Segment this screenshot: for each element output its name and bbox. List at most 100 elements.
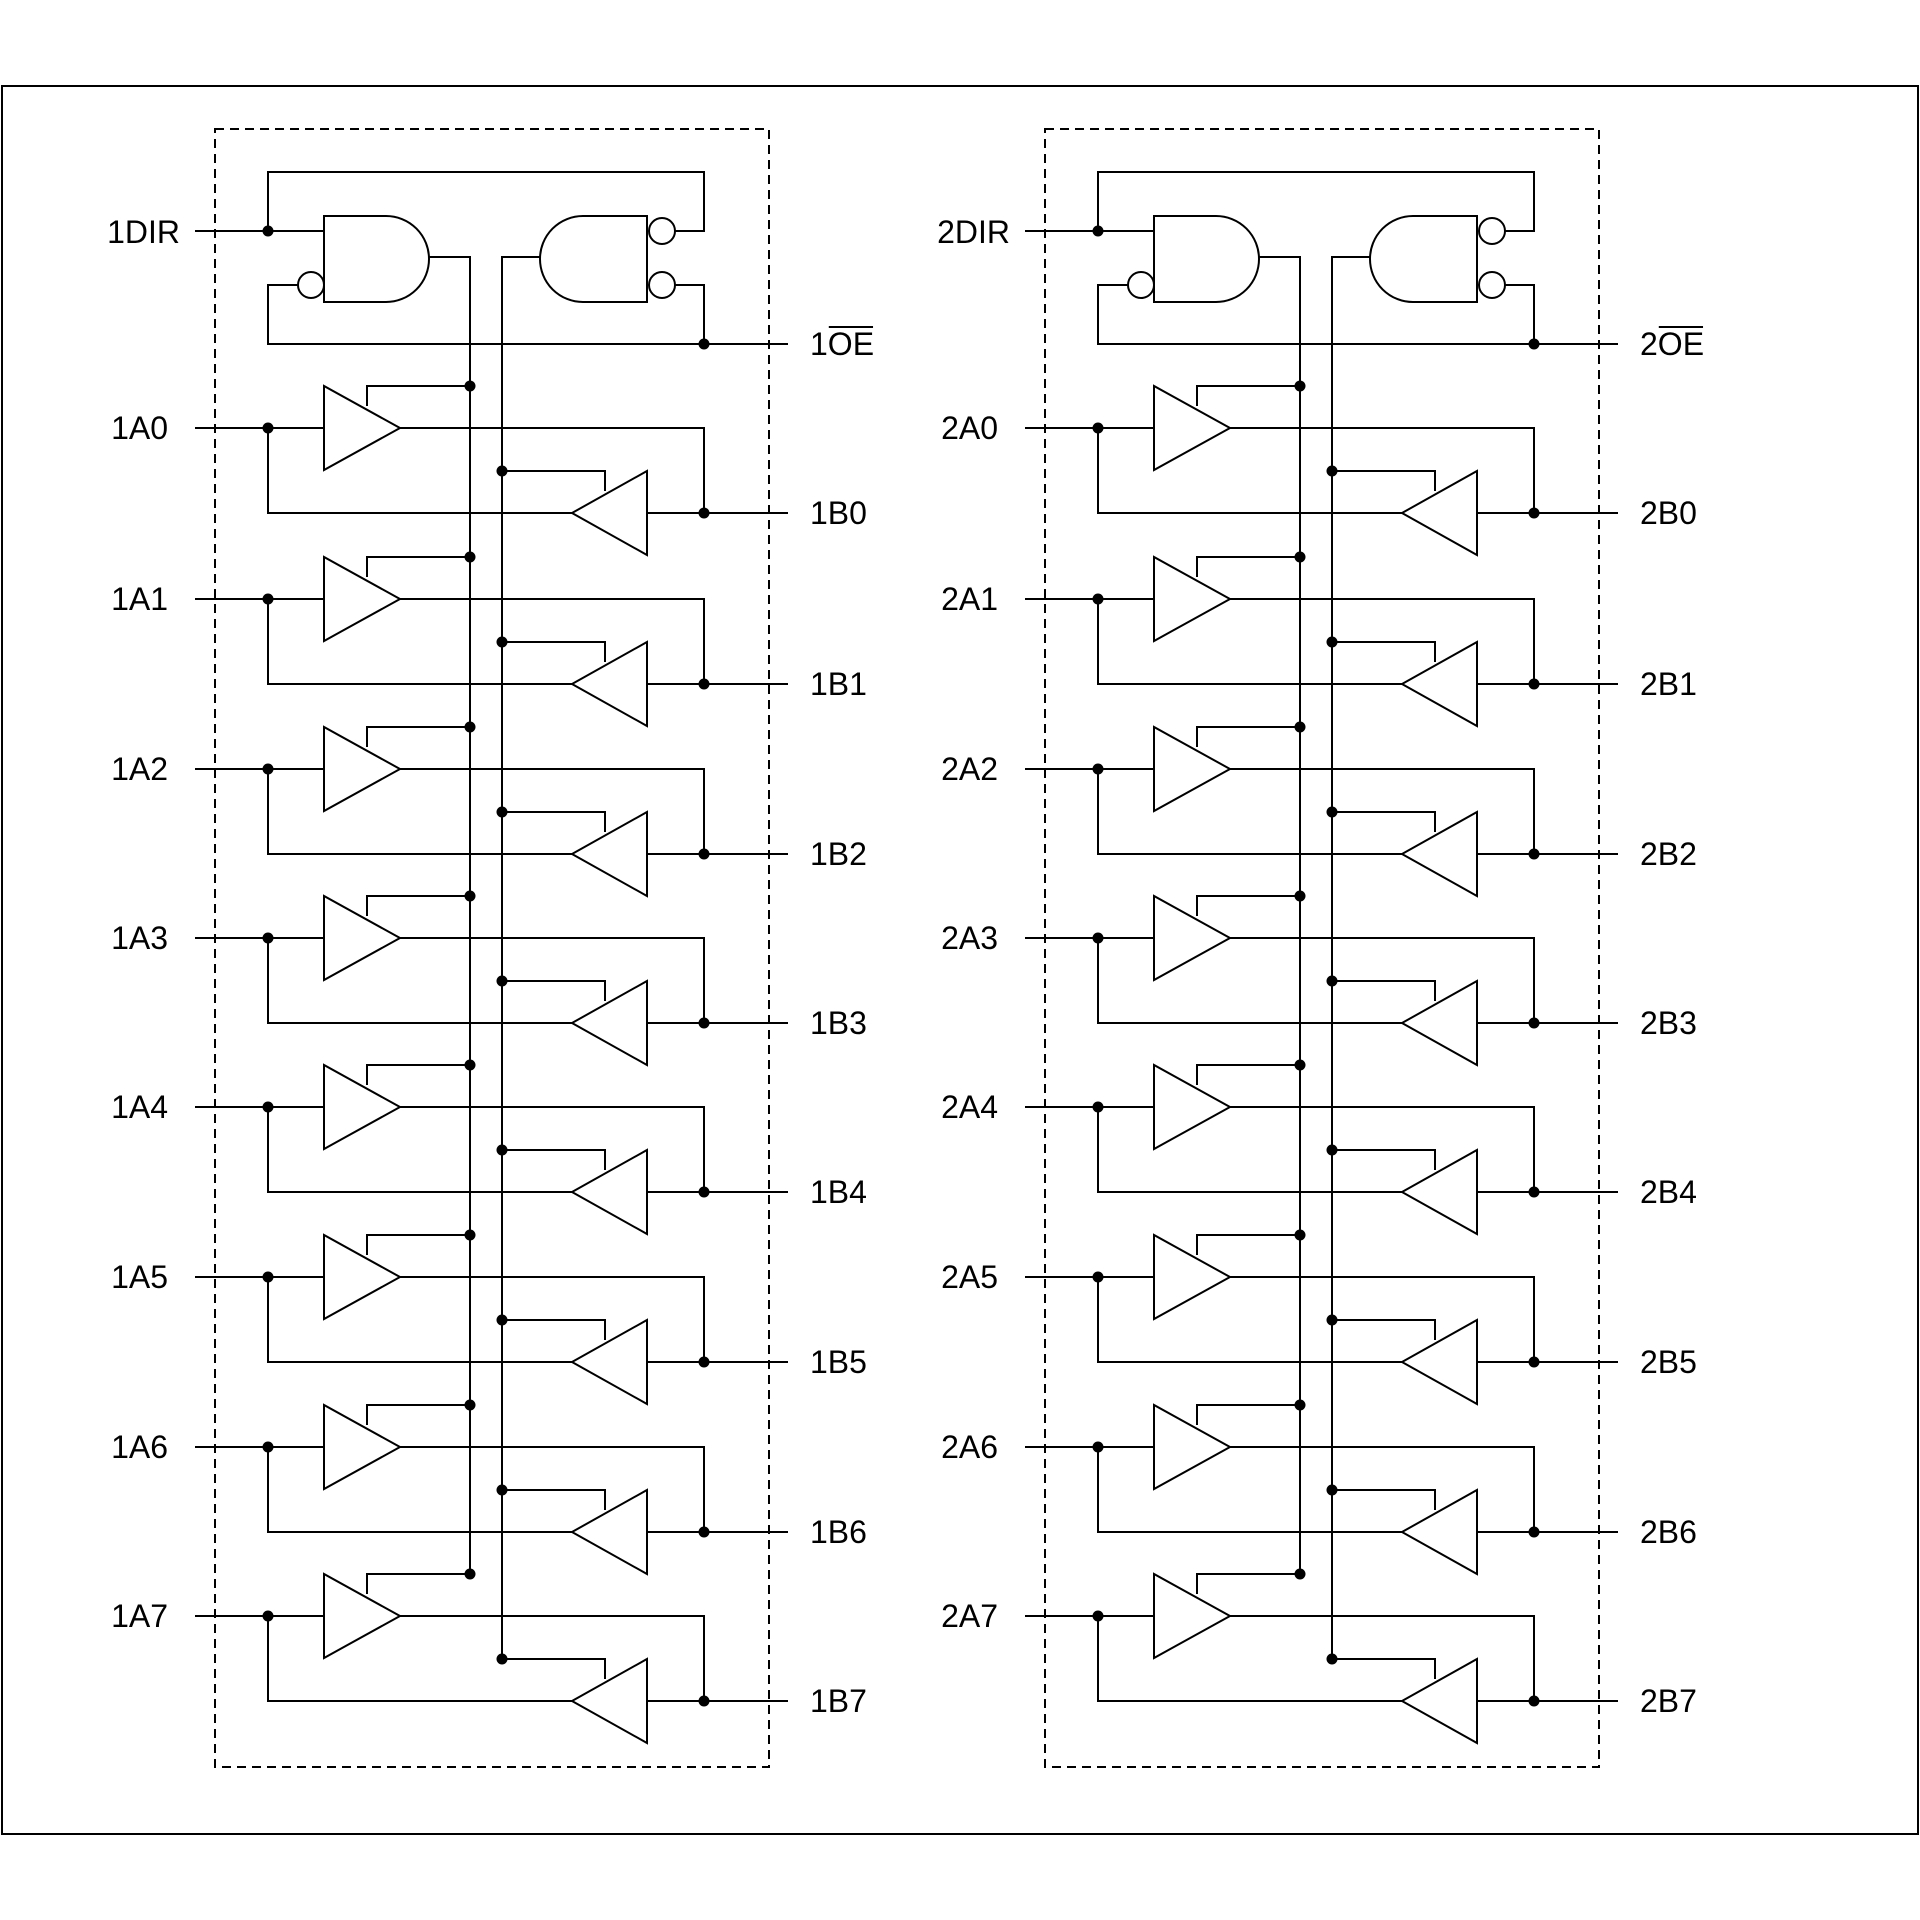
buffer-a-to-b-icon <box>1153 384 1233 472</box>
junction-dot-icon <box>496 465 508 477</box>
enable-tap-b <box>1332 1149 1436 1170</box>
junction-dot-icon <box>464 551 476 563</box>
buffer-a-to-b-icon <box>1153 1233 1233 1321</box>
a-return-wire <box>267 599 572 685</box>
a-return-wire <box>267 428 572 514</box>
junction-dot-icon <box>1294 1059 1306 1071</box>
and-gate-inverted-inputs-icon <box>1369 215 1478 303</box>
dir-label: 2DIR <box>937 214 1010 250</box>
b-port-label: 1B4 <box>810 1174 867 1210</box>
junction-dot-icon <box>1326 1484 1338 1496</box>
junction-dot-icon <box>496 636 508 648</box>
b-output-wire <box>1230 768 1535 854</box>
a-return-wire <box>267 1616 572 1702</box>
a-return-wire <box>1097 1616 1402 1702</box>
buffer-b-to-a-icon <box>569 810 648 898</box>
junction-dot-icon <box>1528 678 1540 690</box>
junction-dot-icon <box>698 338 710 350</box>
enable-tap-b <box>1332 641 1436 662</box>
enable-tap-a <box>366 1573 470 1594</box>
junction-dot-icon <box>262 1271 274 1283</box>
b-output-wire <box>1230 1615 1535 1701</box>
junction-dot-icon <box>1528 1017 1540 1029</box>
buffer-a-to-b-icon <box>1153 1403 1233 1491</box>
block-outline <box>214 128 770 1768</box>
junction-dot-icon <box>1294 1568 1306 1580</box>
block-outline <box>1044 128 1600 1768</box>
junction-dot-icon <box>1294 551 1306 563</box>
junction-dot-icon <box>1528 1186 1540 1198</box>
and-gate-inverted-input-icon <box>323 215 430 303</box>
buffer-b-to-a-icon <box>1399 1148 1478 1236</box>
b-port-label: 2B3 <box>1640 1005 1697 1041</box>
b-output-wire <box>1230 598 1535 684</box>
b-port-label: 2B7 <box>1640 1683 1697 1719</box>
inverter-bubble-icon <box>1127 271 1155 299</box>
b-port-label: 1B6 <box>810 1514 867 1550</box>
junction-dot-icon <box>1092 1101 1104 1113</box>
b-port-label: 1B1 <box>810 666 867 702</box>
junction-dot-icon <box>262 225 274 237</box>
junction-dot-icon <box>1528 507 1540 519</box>
a-return-wire <box>267 1277 572 1363</box>
buffer-b-to-a-icon <box>569 1318 648 1406</box>
outer-frame <box>1 85 1919 1835</box>
a-port-label: 1A1 <box>111 581 168 617</box>
buffer-a-to-b-icon <box>1153 555 1233 643</box>
enable-tap-b <box>502 1149 606 1170</box>
junction-dot-icon <box>262 1610 274 1622</box>
enable-tap-b <box>1332 811 1436 832</box>
buffer-a-to-b-icon <box>323 384 403 472</box>
buffer-b-to-a-icon <box>569 979 648 1067</box>
buffer-a-to-b-icon <box>323 1063 403 1151</box>
a-return-wire <box>267 1107 572 1193</box>
oe-wire <box>675 284 705 344</box>
buffer-a-to-b-icon <box>1153 1572 1233 1660</box>
buffer-b-to-a-icon <box>569 469 648 557</box>
dir-wire <box>1097 171 1535 232</box>
a-port-label: 1A0 <box>111 410 168 446</box>
junction-dot-icon <box>1092 763 1104 775</box>
oe-wire <box>267 284 788 345</box>
junction-dot-icon <box>464 380 476 392</box>
enable-tap-b <box>1332 470 1436 491</box>
junction-dot-icon <box>262 422 274 434</box>
inverter-bubble-icon <box>1478 217 1506 245</box>
a-port-label: 2A2 <box>941 751 998 787</box>
junction-dot-icon <box>464 890 476 902</box>
enable-tap-a <box>1196 726 1300 747</box>
b-port-label: 2B6 <box>1640 1514 1697 1550</box>
junction-dot-icon <box>464 1399 476 1411</box>
b-output-wire <box>1230 427 1535 513</box>
junction-dot-icon <box>1326 465 1338 477</box>
enable-tap-b <box>502 470 606 491</box>
enable-tap-b <box>502 1658 606 1679</box>
junction-dot-icon <box>262 932 274 944</box>
junction-dot-icon <box>464 721 476 733</box>
a-port-label: 1A4 <box>111 1089 168 1125</box>
junction-dot-icon <box>496 975 508 987</box>
enable-tap-a <box>1196 1064 1300 1085</box>
a-return-wire <box>1097 1447 1402 1533</box>
junction-dot-icon <box>262 1441 274 1453</box>
b-output-wire <box>400 1446 705 1532</box>
junction-dot-icon <box>496 1314 508 1326</box>
enable-tap-a <box>366 1234 470 1255</box>
enable-tap-a <box>1196 1404 1300 1425</box>
enable-tap-a <box>366 385 470 406</box>
enable-bus-a-to-b <box>429 256 471 1572</box>
junction-dot-icon <box>1326 806 1338 818</box>
oe-wire <box>1097 284 1618 345</box>
inverter-bubble-icon <box>648 271 676 299</box>
b-output-wire <box>400 427 705 513</box>
junction-dot-icon <box>1294 1399 1306 1411</box>
buffer-a-to-b-icon <box>1153 1063 1233 1151</box>
buffer-a-to-b-icon <box>323 555 403 643</box>
a-return-wire <box>1097 1107 1402 1193</box>
junction-dot-icon <box>262 1101 274 1113</box>
